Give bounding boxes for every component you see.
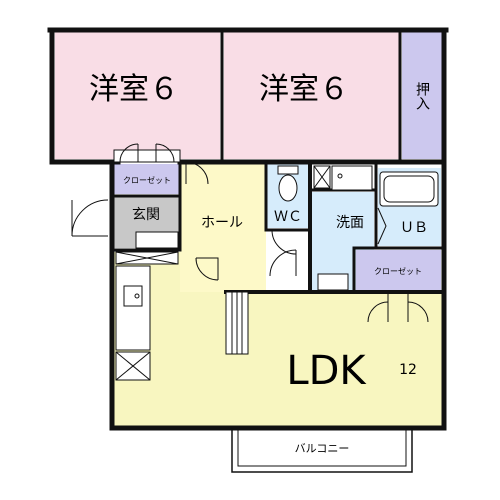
balcony-label: バルコニー — [295, 442, 350, 455]
western-room-left-label: 洋室６ — [89, 72, 179, 107]
oshiire-area — [402, 32, 442, 159]
hall-area — [180, 164, 266, 292]
closet-top-label: クローゼット — [123, 175, 171, 185]
washroom-label: 洗面 — [336, 215, 364, 231]
hall-label: ホール — [201, 215, 243, 231]
western-room-left-area — [55, 32, 220, 159]
ldk-size-label: 12 — [399, 362, 417, 378]
wc-label: ＷＣ — [274, 209, 302, 225]
oshiire-label: 押入 — [414, 82, 430, 110]
details — [71, 143, 439, 473]
unit-bath-label: ＵＢ — [400, 220, 428, 236]
walls — [47, 27, 449, 431]
ldk-label: LDK — [286, 348, 367, 394]
entrance-label: 玄関 — [132, 206, 160, 223]
ldk-area — [114, 252, 442, 426]
western-room-right-label: 洋室６ — [259, 72, 349, 107]
closet-right-label: クローゼット — [374, 266, 422, 276]
western-room-right-area — [224, 32, 400, 159]
closet-top-area — [114, 164, 181, 194]
closet-right-area — [356, 250, 441, 292]
